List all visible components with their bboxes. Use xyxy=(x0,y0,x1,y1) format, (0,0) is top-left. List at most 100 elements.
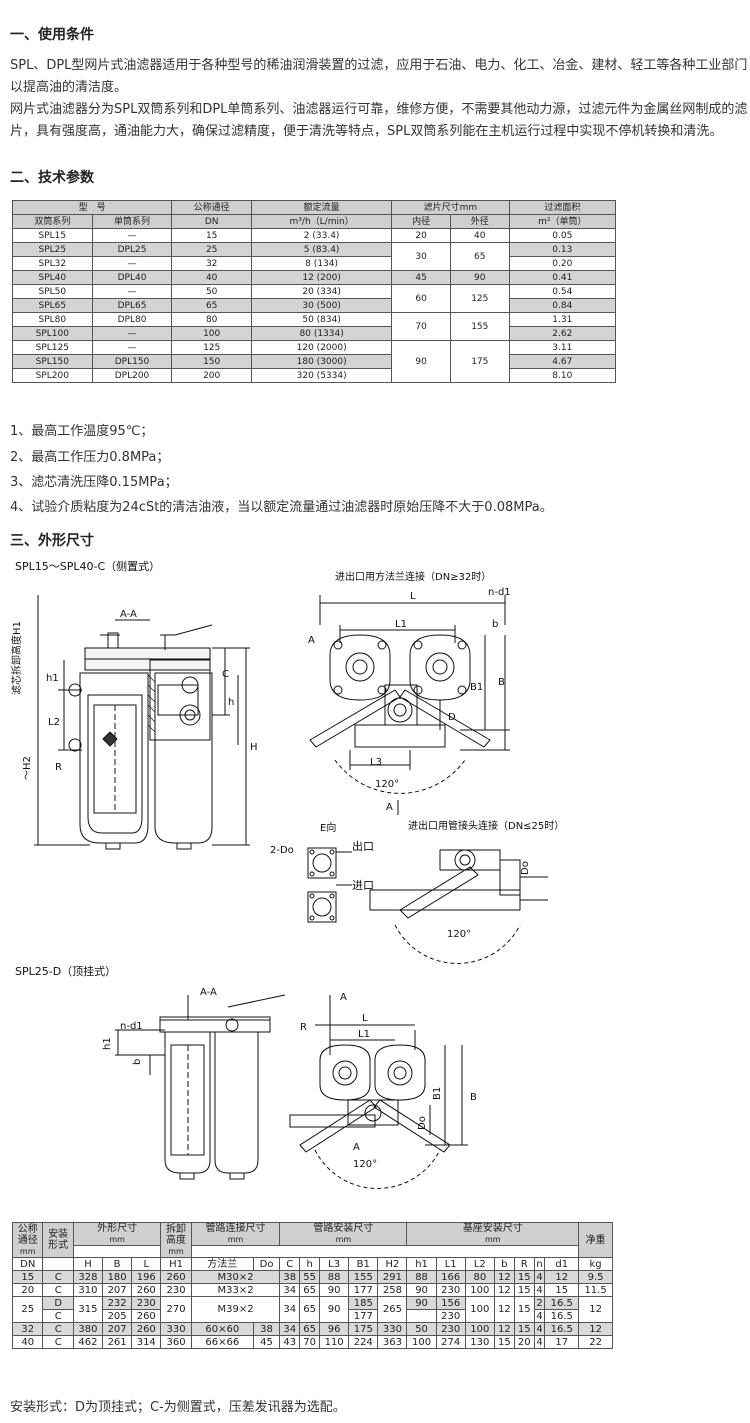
label-120-3: 120° xyxy=(353,1159,377,1170)
th-model: 型 号 xyxy=(11,200,173,215)
cell: 110 xyxy=(319,1335,350,1349)
th-line: 公称 xyxy=(17,1223,38,1235)
cell: — xyxy=(91,340,173,355)
cell: 258 xyxy=(377,1283,408,1297)
cell: 175 xyxy=(449,340,510,383)
cell: R xyxy=(513,1257,535,1271)
th-size: 滤片尺寸mm xyxy=(391,200,510,215)
cell: DPL65 xyxy=(91,298,173,313)
cell: 20 xyxy=(11,1283,44,1297)
cell: 12 xyxy=(578,1322,613,1336)
cell: 196 xyxy=(131,1270,162,1284)
cell: 30 xyxy=(391,242,451,271)
cell: 20 xyxy=(513,1335,535,1349)
th-line: mm xyxy=(19,1246,36,1256)
intro-line: 片，具有强度高，通油能力大，确保过滤精度，便于清洗等特点，SPL双筒系列能在主机… xyxy=(10,124,723,139)
drawing-title-top: SPL25-D（顶挂式） xyxy=(15,964,116,978)
cell: 2 (33.4) xyxy=(251,228,393,243)
cell: D xyxy=(42,1296,74,1310)
cell: DPL80 xyxy=(91,312,173,327)
table-row: 25 D 315 232 230 270 M39×2 34 65 90 185 … xyxy=(11,1296,613,1323)
cell: 155 xyxy=(449,312,510,341)
cell: 155 xyxy=(348,1270,379,1284)
cell: 38 xyxy=(252,1322,281,1336)
intro-line: 以提高油的清洁度。 xyxy=(10,80,128,95)
cell: 100 xyxy=(464,1283,495,1297)
cell: 260 xyxy=(131,1322,162,1336)
cell: 30 (500) xyxy=(251,298,393,313)
cell: 15 xyxy=(493,1335,515,1349)
cell: DPL150 xyxy=(91,354,173,369)
cell: 12 xyxy=(493,1322,515,1336)
cell: 38 xyxy=(279,1270,301,1284)
cell: 230 xyxy=(160,1283,192,1297)
cell: h xyxy=(299,1257,321,1271)
cell: C xyxy=(42,1309,74,1323)
dimension-table: 公称 通径 mm 安装 形式 外形尺寸 mm 拆卸 高度 mm 管路连接尺寸 m… xyxy=(11,1222,613,1349)
cell: M30×2 xyxy=(190,1270,281,1284)
label-l1-1: L1 xyxy=(395,619,407,630)
cell: 130 xyxy=(464,1335,495,1349)
cell: 65 xyxy=(299,1322,321,1336)
cell: L xyxy=(131,1257,162,1271)
cell: 15 xyxy=(513,1296,535,1323)
cell: 330 xyxy=(377,1322,408,1336)
cell: 380 xyxy=(72,1322,104,1336)
cell xyxy=(406,1309,437,1323)
cell: 230 xyxy=(131,1296,162,1310)
cell: 207 xyxy=(102,1322,133,1336)
intro-line: 网片式油滤器分为SPL双筒系列和DPL单筒系列、油滤器运行可靠，维修方便，不需要… xyxy=(10,102,748,117)
label-120-2: 120° xyxy=(447,929,471,940)
cell: DPL200 xyxy=(91,368,173,383)
note-drop: 3、滤芯清洗压降0.15MPa； xyxy=(10,475,178,490)
cell: 315 xyxy=(72,1296,104,1323)
cell: 260 xyxy=(160,1270,192,1284)
label-h: h xyxy=(228,697,234,708)
cell: 4 xyxy=(533,1322,546,1336)
cell: 4 xyxy=(533,1335,546,1349)
cell: 60×60 xyxy=(190,1322,254,1336)
th-remove: 拆卸 高度 mm xyxy=(160,1222,192,1258)
cell: 260 xyxy=(131,1309,162,1323)
cell: 80 (1334) xyxy=(251,326,393,341)
cell: 0.20 xyxy=(508,256,617,271)
th-line: mm xyxy=(485,1235,501,1244)
cell: C xyxy=(42,1283,74,1297)
cell: — xyxy=(91,284,173,299)
cell: 0.13 xyxy=(508,242,617,257)
cell: kg xyxy=(578,1257,613,1271)
cell: — xyxy=(91,228,173,243)
drawing-title-flange: 进出口用方法兰连接（DN≥32时） xyxy=(335,570,491,583)
label-do-1: Do xyxy=(520,861,531,875)
th-area-unit: m²（单筒） xyxy=(508,214,617,229)
section-title-dimensions: 三、外形尺寸 xyxy=(10,533,94,549)
cell: 20 xyxy=(391,228,451,243)
label-b1-2: B1 xyxy=(432,1087,443,1100)
cell: 360 xyxy=(160,1335,192,1349)
cell: SPL40 xyxy=(12,270,93,285)
label-r-1: R xyxy=(55,762,62,773)
cell: 96 xyxy=(319,1322,350,1336)
cell: SPL32 xyxy=(12,256,93,271)
cell: L2 xyxy=(464,1257,495,1271)
cell: SPL15 xyxy=(12,228,93,243)
th-single: 单筒系列 xyxy=(91,214,173,229)
th-line: mm xyxy=(168,1246,184,1256)
cell: 12 xyxy=(493,1296,515,1323)
cell: 80 xyxy=(464,1270,495,1284)
cell: 15 xyxy=(171,228,253,243)
cell: 177 xyxy=(348,1283,379,1297)
cell: 314 xyxy=(131,1335,162,1349)
cell: C xyxy=(42,1322,74,1336)
cell: H2 xyxy=(377,1257,408,1271)
cell: 80 xyxy=(171,312,253,327)
cell: 207 xyxy=(102,1283,133,1297)
cell: 100 xyxy=(464,1322,495,1336)
cell: 40 xyxy=(449,228,510,243)
th-install: 安装 形式 xyxy=(42,1222,74,1258)
cell: 25 xyxy=(11,1296,44,1323)
cell: 230 xyxy=(435,1283,466,1297)
cell: SPL80 xyxy=(12,312,93,327)
